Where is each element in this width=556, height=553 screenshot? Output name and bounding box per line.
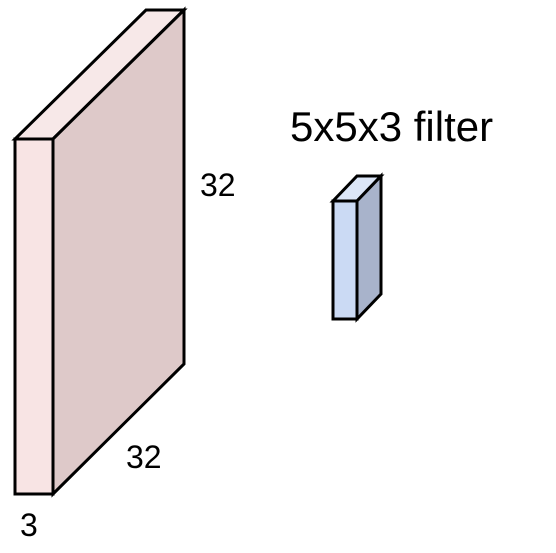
input-depth-label: 3 — [20, 507, 38, 543]
filter-title: 5x5x3 filter — [290, 103, 494, 150]
input-width-label: 32 — [126, 439, 162, 475]
input-height-label: 32 — [200, 167, 236, 203]
filter-volume-front-face — [331, 199, 359, 321]
input-volume-front-face — [13, 137, 55, 496]
filter-volume — [329, 172, 385, 323]
filter-volume-side-face — [355, 172, 383, 323]
input-volume — [11, 6, 188, 498]
